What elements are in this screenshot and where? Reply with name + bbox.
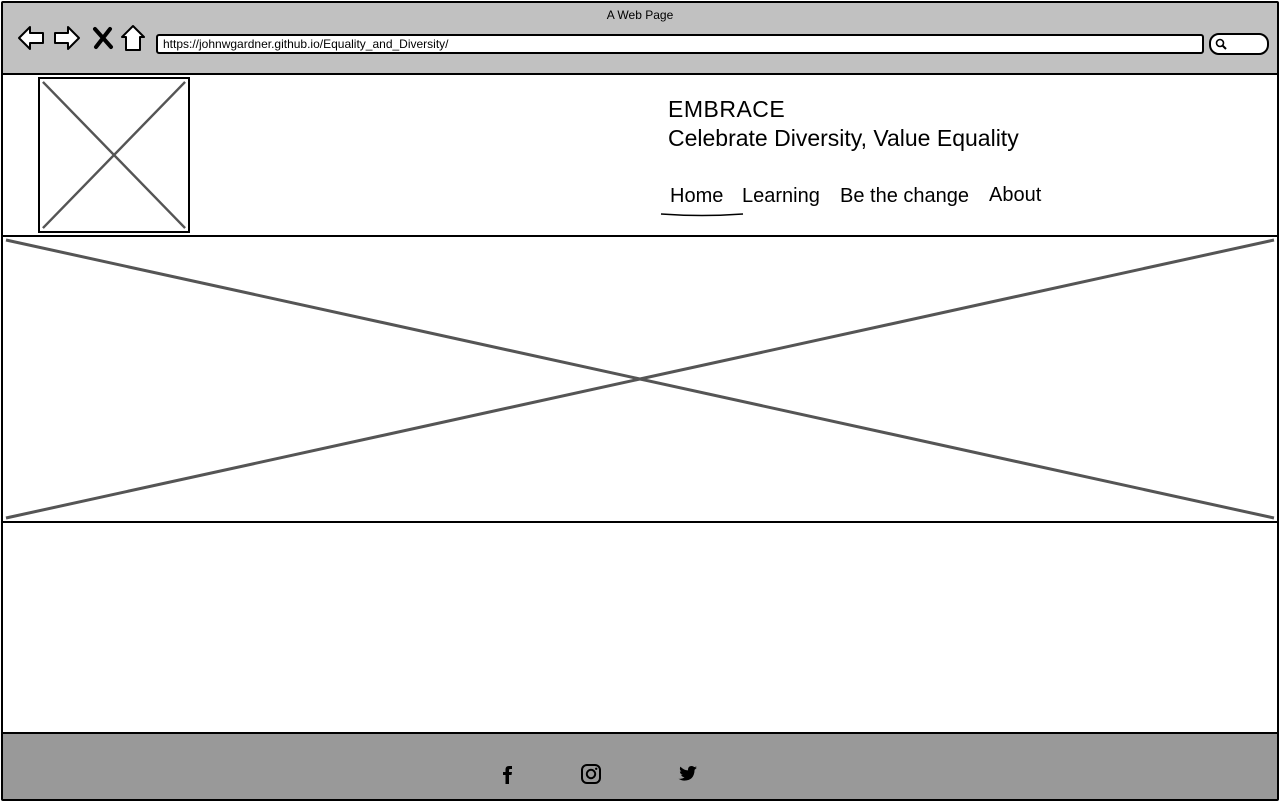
browser-toolbar: A Web Page https://johnwgardner.github.i… — [3, 3, 1277, 75]
site-title: EMBRACE — [668, 96, 786, 122]
back-arrow-icon[interactable] — [16, 23, 46, 53]
image-placeholder-icon — [42, 81, 186, 229]
search-icon — [1215, 38, 1227, 50]
image-placeholder-icon — [5, 238, 1275, 520]
hero-image-placeholder — [3, 237, 1277, 523]
header-divider — [3, 235, 1277, 237]
nav-item-home[interactable]: Home — [670, 185, 724, 207]
active-nav-underline — [660, 213, 744, 217]
twitter-icon[interactable] — [675, 762, 699, 786]
logo-image-placeholder — [38, 77, 190, 233]
forward-arrow-icon[interactable] — [52, 23, 82, 53]
nav-item-about[interactable]: About — [989, 184, 1042, 206]
nav-item-be-the-change[interactable]: Be the change — [840, 185, 969, 207]
instagram-icon[interactable] — [579, 762, 603, 786]
browser-search-field[interactable] — [1209, 33, 1269, 55]
window-title: A Web Page — [606, 8, 674, 22]
facebook-icon[interactable] — [495, 762, 519, 786]
home-icon[interactable] — [118, 23, 148, 53]
footer — [3, 732, 1277, 799]
nav-item-learning[interactable]: Learning — [742, 185, 820, 207]
address-bar[interactable]: https://johnwgardner.github.io/Equality_… — [156, 34, 1204, 54]
site-tagline: Celebrate Diversity, Value Equality — [668, 125, 1019, 151]
stop-icon[interactable] — [90, 23, 116, 53]
